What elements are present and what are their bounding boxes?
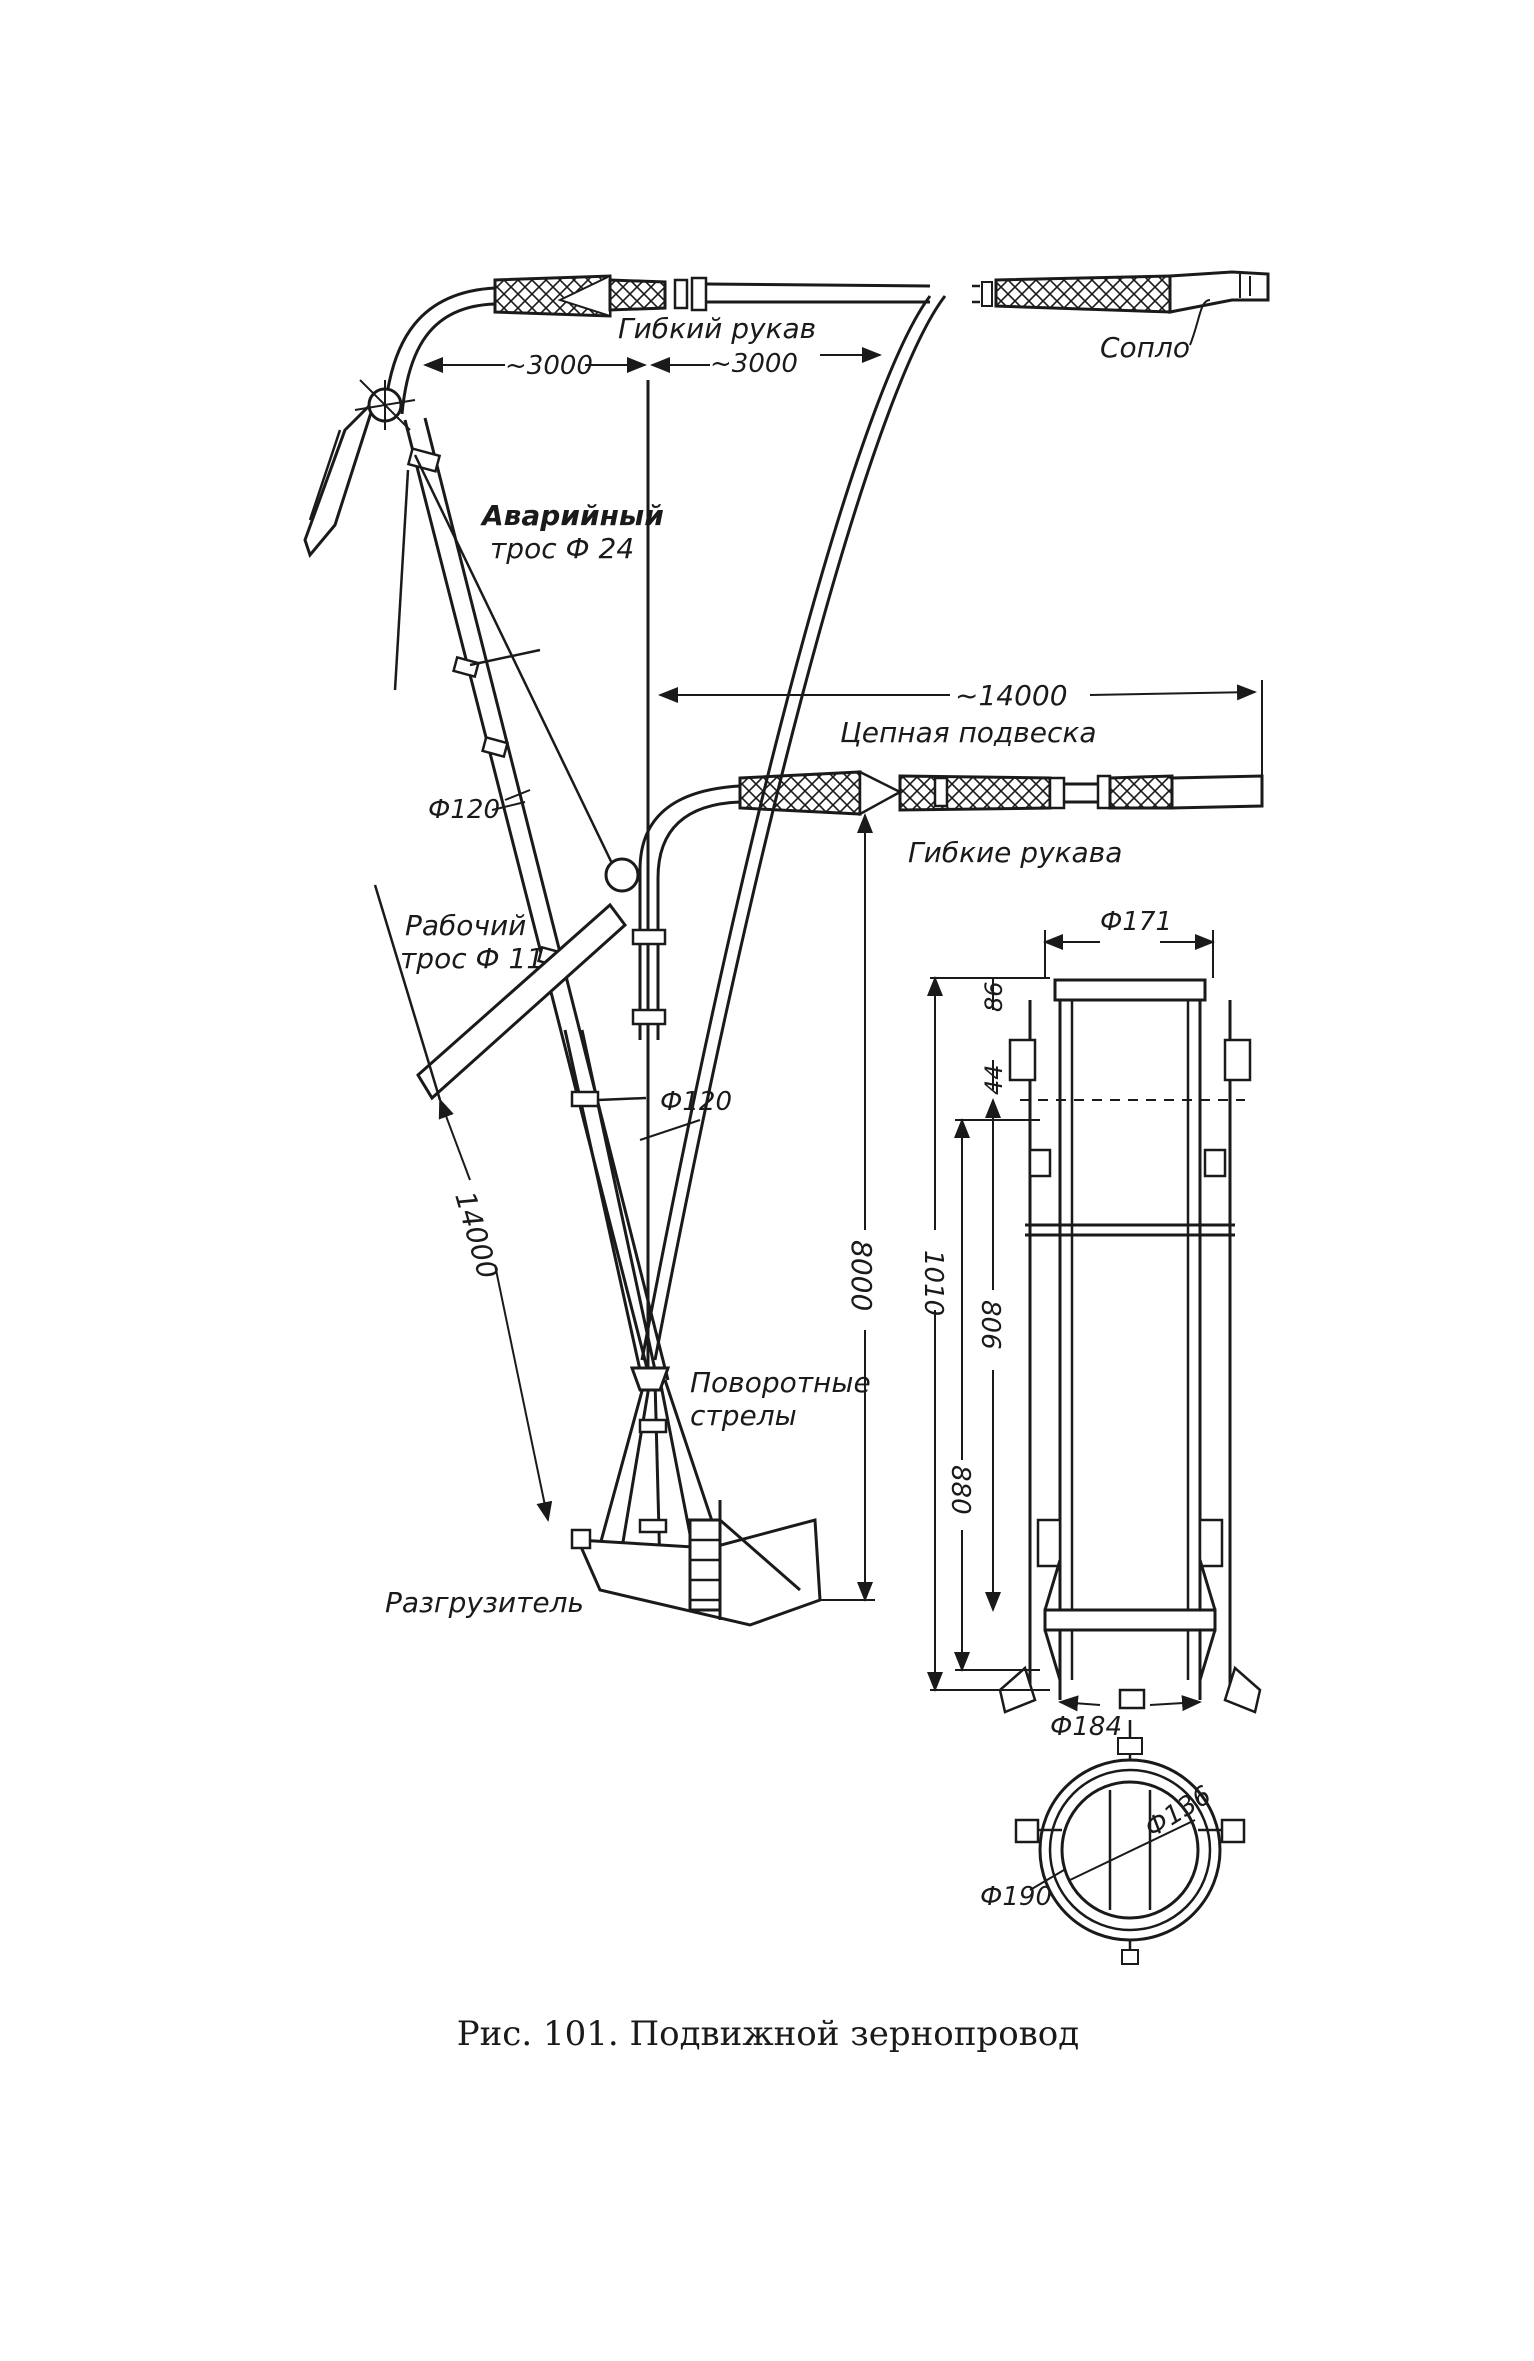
upper-flexible-hose [493, 274, 931, 318]
figure-caption: Рис. 101. Подвижной зернопровод [457, 2014, 1079, 2054]
dim-44: 44 [980, 1064, 1008, 1095]
dim-14000-top-line [658, 680, 1263, 805]
dim-3000-right: ~3000 [710, 349, 798, 379]
working-cable-weight [373, 884, 628, 1101]
nozzle-leader [1189, 299, 1211, 346]
dim-14000-top: ~14000 [955, 679, 1068, 712]
upper-pulley [354, 379, 416, 431]
dim-3000-left: ~3000 [505, 351, 593, 381]
flexible-hoses-label: Гибкие рукава [908, 836, 1122, 869]
dim-phi184: Ф184 [1050, 1712, 1122, 1742]
dim-806: 806 [975, 1300, 1005, 1350]
lower-booms [563, 1029, 657, 1371]
emergency-cable-label-line2: трос Ф 24 [490, 532, 634, 565]
dim-14000-boom: 14000 [448, 1188, 504, 1283]
dim-86: 86 [980, 981, 1008, 1012]
chain-suspension-label: Цепная подвеска [840, 716, 1096, 749]
middle-flexible-hoses [738, 769, 1264, 817]
dim-880: 880 [945, 1465, 975, 1515]
dim-8000: 8000 [845, 1240, 878, 1311]
unloader-base [570, 1366, 822, 1627]
dim-14000-boom-line [438, 1098, 553, 1522]
left-boom [403, 417, 670, 1381]
section-detail [927, 930, 1262, 1714]
swing-booms-label-line2: стрелы [690, 1399, 797, 1432]
dim-3000-lines [423, 347, 882, 373]
dim-phi120-lower: Ф120 [660, 1087, 732, 1117]
working-cable-label-line2: трос Ф 11 [400, 942, 544, 975]
upper-pipe-bend [383, 286, 496, 415]
nozzle-label: Сопло [1100, 331, 1190, 364]
working-cable-label-line1: Рабочий [405, 909, 526, 942]
swing-booms-label-line1: Поворотные [690, 1366, 871, 1399]
dim-8000-line [820, 813, 875, 1602]
dim-1010: 1010 [918, 1250, 948, 1316]
right-boom [640, 295, 947, 1361]
plan-view-circle [1014, 1720, 1246, 1965]
flexible-hose-label: Гибкий рукав [618, 312, 816, 345]
nozzle-hose [972, 270, 1270, 314]
dim-phi171: Ф171 [1100, 907, 1172, 937]
unloader-label: Разгрузитель [385, 1586, 584, 1619]
dim-phi120-leaders [491, 789, 701, 1141]
middle-pulley [604, 857, 640, 893]
middle-pipe-bend [631, 784, 741, 1040]
counterweight [303, 398, 377, 559]
dim-phi190: Ф190 [980, 1882, 1052, 1912]
emergency-cable-label-line1: Аварийный [480, 499, 664, 532]
dim-phi120-upper: Ф120 [428, 795, 500, 825]
emergency-cable [393, 454, 622, 881]
